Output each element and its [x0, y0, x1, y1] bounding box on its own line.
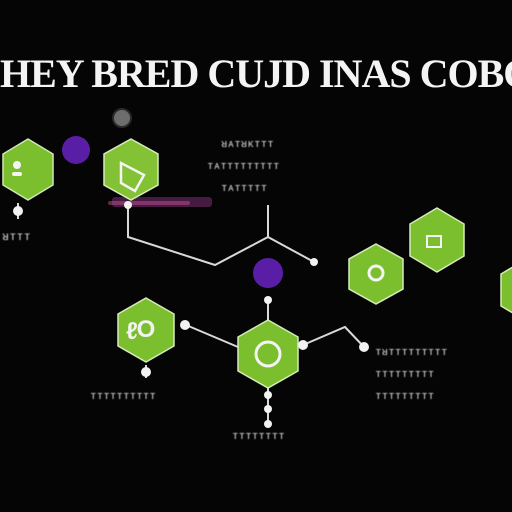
hex-left-mid-sublabel: ℓ — [126, 318, 138, 345]
dot-left-top — [13, 206, 23, 216]
dot-center-down-1 — [264, 391, 272, 399]
right-caption-line-2: ᴛᴛᴛᴛᴛᴛᴛᴛᴛ — [375, 367, 435, 380]
right-caption-line-3: ᴛᴛᴛᴛᴛᴛᴛᴛᴛ — [375, 389, 435, 402]
hex-left-mid-label: O — [136, 316, 156, 343]
center-caption-line-3: ᴛᴀᴛᴛᴛᴛᴛ — [221, 181, 268, 194]
leaf-icon — [12, 161, 22, 176]
connector-left-to-center — [185, 324, 239, 348]
dot-left-mid-down — [141, 367, 151, 377]
hex-center — [237, 319, 299, 389]
hex-right-top — [409, 207, 465, 273]
bottom-left-caption: ᴛᴛᴛᴛᴛᴛᴛᴛᴛᴛ — [90, 389, 157, 402]
streak-highlight — [108, 201, 190, 205]
box-icon — [426, 235, 442, 248]
purple-node-center — [253, 258, 283, 288]
motion-streak — [108, 197, 212, 207]
dot-center-right — [298, 340, 308, 350]
connector-center-to-right — [302, 325, 365, 348]
left-small-caption: ᴚᴛᴛᴛ — [2, 229, 31, 243]
dot-left-mid — [180, 320, 190, 330]
dot-bottom-center — [264, 420, 272, 428]
hex-left-top — [2, 138, 54, 201]
hex-right-ring-icon — [367, 264, 385, 282]
gray-node-top — [112, 108, 132, 128]
center-caption-line-1: ᴚᴀᴛᴚᴋᴛᴛᴛ — [221, 137, 274, 150]
hex-center-ring-icon — [254, 340, 282, 368]
dot-right-end — [359, 342, 369, 352]
right-caption-line-1: ᴛᴚᴛᴛᴛᴛᴛᴛᴛᴛᴛ — [375, 345, 448, 358]
purple-node-top — [62, 136, 90, 164]
dot-center-down-2 — [264, 405, 272, 413]
connector-lines — [17, 203, 365, 424]
dot-tag-bottom — [124, 201, 132, 209]
tag-icon — [119, 160, 146, 193]
hex-left-mid — [117, 297, 175, 363]
bottom-center-caption: ᴛᴛᴛᴛᴛᴛᴛᴛ — [232, 429, 285, 442]
hex-right-edge — [500, 266, 512, 314]
dot-under-purple — [264, 296, 272, 304]
hex-right-mid — [348, 243, 404, 305]
connector-upper-left — [127, 205, 315, 267]
dot-purple-right — [310, 258, 318, 266]
center-caption-line-2: ᴛᴀᴛᴛᴛᴛᴛᴛᴛᴛᴛ — [207, 159, 280, 172]
